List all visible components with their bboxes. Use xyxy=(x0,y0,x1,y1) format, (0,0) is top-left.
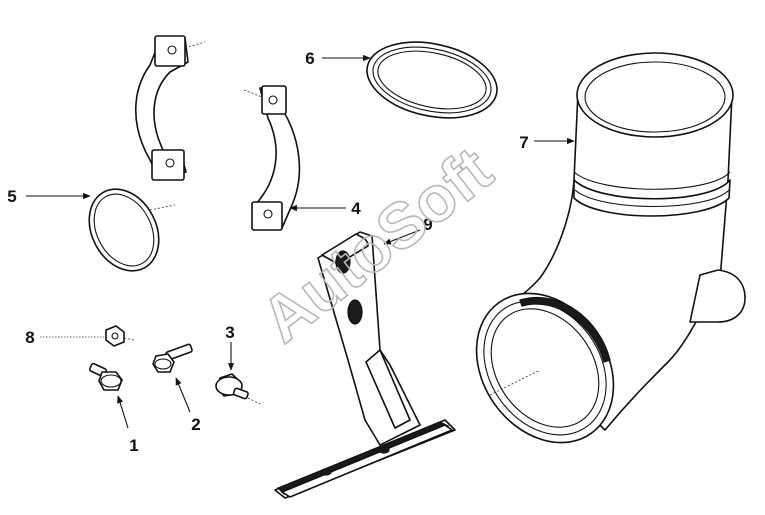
callout-5: 5 xyxy=(7,187,16,206)
flange-bolt-part xyxy=(215,373,261,405)
nut-part xyxy=(105,325,135,347)
leader-lines xyxy=(26,54,575,429)
callout-2: 2 xyxy=(191,415,200,434)
callout-4: 4 xyxy=(351,199,361,218)
leader-line-1 xyxy=(117,395,129,429)
callout-7: 7 xyxy=(519,133,528,152)
gasket-ring-large-part xyxy=(366,41,498,119)
callout-6: 6 xyxy=(305,49,314,68)
elbow-pipe-part xyxy=(475,52,746,444)
bolt-with-washer-part xyxy=(88,362,123,391)
clamp-half-lower-part xyxy=(243,85,301,231)
leader-line-9 xyxy=(383,229,421,245)
callout-9: 9 xyxy=(423,215,432,234)
clamp-half-upper-part xyxy=(135,35,206,181)
leader-line-2 xyxy=(175,377,191,413)
support-bracket-part xyxy=(274,231,456,499)
callout-1: 1 xyxy=(129,436,138,455)
callout-3: 3 xyxy=(225,323,234,342)
callout-8: 8 xyxy=(25,328,34,347)
callout-labels: 1 2 3 4 5 6 7 8 9 xyxy=(7,49,528,455)
gasket-ring-small-part xyxy=(88,188,176,272)
bolt-part xyxy=(152,343,193,373)
